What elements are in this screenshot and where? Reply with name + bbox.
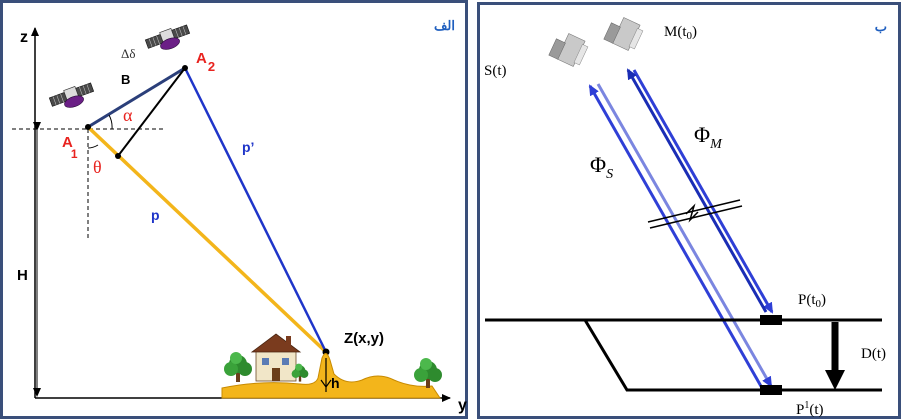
break-zigzag-icon: [685, 203, 699, 223]
phi-s-ray-up: [588, 84, 764, 389]
y-axis-label: y: [458, 397, 467, 414]
reflector-p1: [760, 385, 782, 395]
ray-p: [86, 125, 328, 354]
ray-p-prime: [183, 67, 328, 353]
left-panel-border: [0, 0, 468, 419]
s-label: S(t): [484, 63, 507, 79]
break-line-top: [647, 199, 741, 223]
theta-arc: [87, 144, 99, 149]
alpha-arc: [108, 114, 113, 130]
target-label: Z(x,y): [344, 330, 384, 347]
p0-label: P(t0): [798, 292, 826, 310]
m-label: M(t0): [664, 24, 697, 42]
right-panel: ب S(t) M(t0) ΦM ΦS P(t0) P1(t) D(t): [477, 2, 901, 419]
phi-m-label: ΦM: [694, 122, 723, 152]
p-prime-label: p’: [242, 139, 254, 155]
h-arrow-icon: [320, 379, 332, 389]
phi-m-ray-up: [626, 68, 768, 313]
reflector-p0: [760, 315, 782, 325]
z-axis-label: z: [20, 29, 28, 46]
d-label: D(t): [861, 346, 886, 362]
p-label: p: [151, 207, 160, 223]
alpha-label: α: [123, 105, 133, 125]
baseline-b: [87, 66, 186, 129]
height-label: H: [17, 267, 28, 284]
displacement-arrowhead-icon: [825, 370, 845, 390]
break-line-bottom: [649, 205, 743, 229]
a2-point: [182, 65, 188, 71]
left-panel-tag: الف: [434, 18, 455, 33]
perpendicular-segment: [117, 67, 186, 157]
theta-label: θ: [93, 157, 102, 177]
h-label: h: [331, 375, 340, 391]
p1-label: P1(t): [796, 400, 824, 418]
phi-s-label: ΦS: [590, 152, 613, 182]
phi-m-ray-down: [632, 69, 774, 314]
phi-s-ray-down: [596, 83, 773, 388]
baseline-label: B: [121, 72, 130, 87]
delta-label: Δδ: [121, 46, 136, 61]
a2-label: A2: [196, 50, 215, 74]
a1-point: [85, 124, 91, 130]
surface-after: [583, 319, 882, 392]
right-panel-tag: ب: [875, 19, 887, 34]
foot-point: [115, 153, 121, 159]
terrain: [221, 353, 441, 399]
